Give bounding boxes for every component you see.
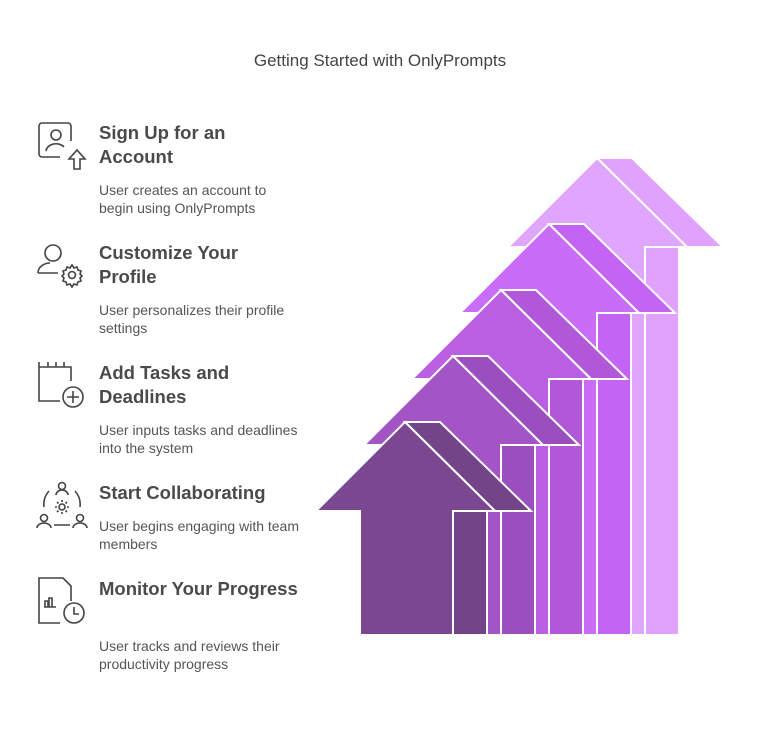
user-gear-icon xyxy=(37,244,84,289)
arrow-1-front xyxy=(313,420,498,636)
progress-clock-icon xyxy=(38,577,85,624)
arrow-2-side-shaft xyxy=(500,444,536,636)
user-signup-icon xyxy=(38,122,87,170)
team-collaboration-icon xyxy=(36,481,88,529)
arrow-1-side-shaft xyxy=(452,510,488,636)
step-description: User creates an account to begin using O… xyxy=(99,182,267,216)
step-description: User personalizes their profile settings xyxy=(99,302,285,336)
step-description: User tracks and reviews their productivi… xyxy=(99,638,280,672)
diagram-title: Getting Started with OnlyPrompts xyxy=(253,51,507,70)
step-heading: Start Collaborating xyxy=(99,482,266,503)
step-heading: Monitor Your Progress xyxy=(99,578,298,599)
step-heading: Sign Up for an Account xyxy=(99,122,226,167)
step-heading: Add Tasks and Deadlines xyxy=(99,362,230,407)
step-description: User inputs tasks and deadlines into the… xyxy=(99,422,298,456)
arrow-3-side-shaft xyxy=(548,378,584,636)
calendar-add-icon xyxy=(38,362,84,408)
step-description: User begins engaging with team members xyxy=(99,518,300,552)
step-heading: Customize Your Profile xyxy=(99,242,239,287)
